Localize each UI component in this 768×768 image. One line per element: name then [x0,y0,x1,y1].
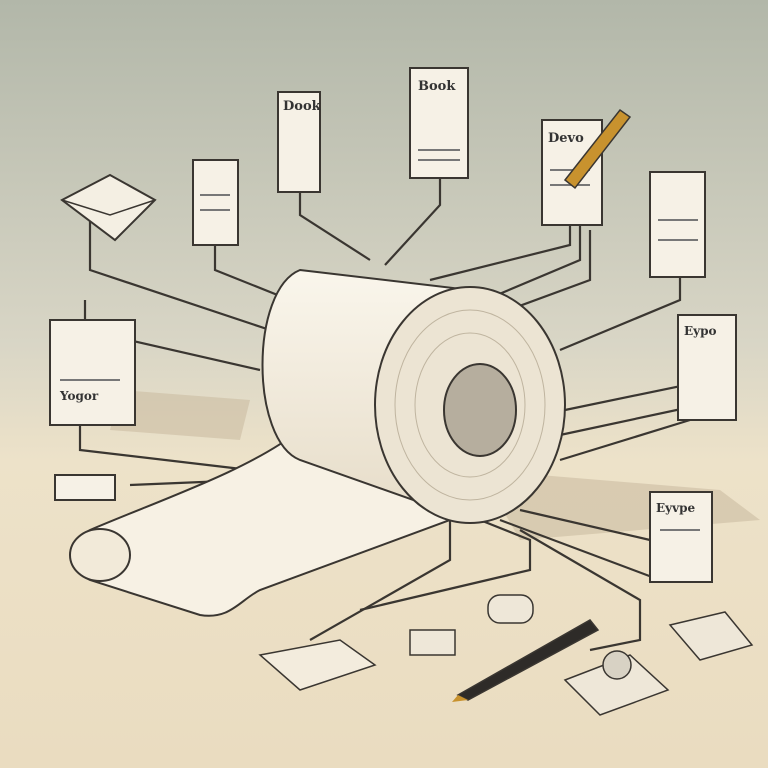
pen-icon [563,108,632,190]
strip-curl [69,528,131,582]
doc-eyvpe [649,491,713,583]
doc-eypo [677,314,737,421]
pen-icon [452,619,600,702]
roll-core [443,363,517,457]
doc-label: Devo [548,131,584,146]
doc-label: Yogor [59,389,99,403]
doc-lines [60,149,700,531]
small-objects [258,594,754,716]
doc-dook [277,91,321,193]
doc-label: Dook [283,99,322,114]
doc-label: Eypo [684,324,717,338]
connector-lines [78,170,712,652]
paper-roll [261,268,566,524]
doc-label: Eyvpe [656,501,695,515]
doc-yogor [49,319,136,426]
envelope-icon [60,173,157,242]
doc-label: Book [418,79,456,94]
